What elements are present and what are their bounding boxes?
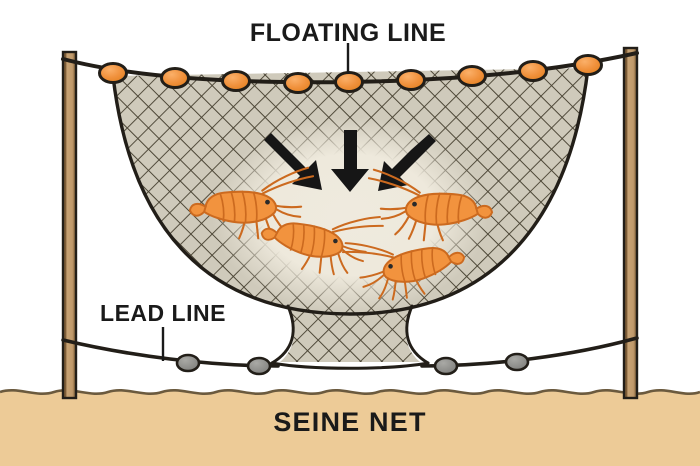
sand-fill xyxy=(0,390,700,466)
shrimp-eye xyxy=(265,199,270,205)
lead-weight xyxy=(246,356,272,376)
floats xyxy=(98,54,603,94)
net-codend-bottom xyxy=(270,361,430,370)
right-pole xyxy=(622,46,639,400)
net-codend-outline-left xyxy=(270,304,295,365)
lead-line-rope-left xyxy=(61,338,280,368)
floating-line-label: FLOATING LINE xyxy=(250,19,446,47)
right-pole-shaft xyxy=(622,46,639,400)
net-codend-mesh xyxy=(280,306,420,362)
arrow-center-icon xyxy=(331,130,369,192)
float xyxy=(518,60,548,82)
shrimp-tail xyxy=(447,251,466,265)
shrimp-eye xyxy=(388,264,393,269)
diagram-caption: SEINE NET xyxy=(273,407,426,437)
shrimp-tail xyxy=(260,227,279,241)
float xyxy=(573,54,603,76)
arrow-left-icon xyxy=(264,133,322,190)
float xyxy=(98,62,128,84)
shrimp-center xyxy=(260,216,384,276)
shrimp-upper-right xyxy=(367,168,494,242)
net-codend-outline-right xyxy=(405,304,430,365)
shrimp-lower-right xyxy=(341,242,466,301)
sand-edge-line xyxy=(0,389,700,395)
lead-line-group xyxy=(61,327,639,376)
lead-weight xyxy=(175,353,201,373)
shrimp-eye xyxy=(333,238,338,244)
float xyxy=(221,70,251,92)
lead-weights xyxy=(175,352,530,376)
net-bowl-outline xyxy=(111,67,590,316)
shrimp-tail xyxy=(188,202,207,217)
lead-line-label: LEAD LINE xyxy=(100,300,226,326)
lead-weight xyxy=(504,352,530,372)
float xyxy=(283,72,313,94)
lead-weight xyxy=(433,356,459,376)
float xyxy=(396,69,426,91)
left-pole-shaft xyxy=(61,50,78,400)
float xyxy=(334,71,364,93)
left-pole xyxy=(61,50,78,400)
shrimp-group xyxy=(188,166,494,301)
shrimp-eye xyxy=(412,201,417,207)
float xyxy=(457,65,487,87)
seabed-band xyxy=(0,389,700,466)
float xyxy=(160,67,190,89)
shrimp-tail xyxy=(475,204,494,219)
floating-line-group xyxy=(61,43,639,94)
shrimp-upper-left xyxy=(188,166,315,240)
